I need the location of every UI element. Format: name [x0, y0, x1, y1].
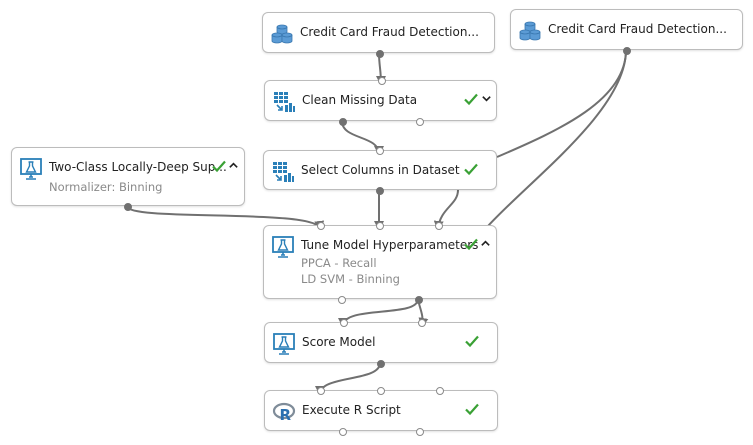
node-subtitle: PPCA - Recall: [301, 256, 377, 270]
output-port[interactable]: [623, 47, 631, 55]
module-node-clean-missing-data[interactable]: Clean Missing Data: [264, 77, 497, 126]
input-port-script-bundle[interactable]: [436, 387, 444, 395]
output-port-cleaned[interactable]: [339, 118, 347, 126]
edge-dataset-b-to-tune: [487, 49, 627, 227]
module-node-execute-r-script[interactable]: R Execute R Script: [264, 387, 498, 436]
dataset-node-credit-card-a[interactable]: Credit Card Fraud Detection...: [262, 12, 495, 58]
output-port[interactable]: [377, 360, 385, 368]
check-icon: [464, 163, 478, 176]
node-title: Two-Class Locally-Deep Sup...: [49, 160, 227, 174]
node-title: Score Model: [302, 335, 376, 349]
output-port[interactable]: [376, 187, 384, 195]
input-port-training[interactable]: [376, 222, 384, 230]
input-port-model[interactable]: [340, 319, 348, 327]
chevron-down-icon[interactable]: [481, 93, 492, 104]
input-port-validation[interactable]: [435, 222, 443, 230]
check-icon: [465, 403, 479, 416]
edge-dataset-b-to-select-side: [496, 49, 627, 158]
check-icon: [212, 160, 226, 173]
flask-icon: [272, 236, 294, 258]
table-transform-icon: [273, 162, 294, 182]
node-title: Select Columns in Dataset: [301, 163, 460, 177]
node-subtitle: Normalizer: Binning: [49, 180, 163, 194]
input-port-dataset1[interactable]: [317, 387, 325, 395]
input-port[interactable]: [376, 147, 384, 155]
module-node-score-model[interactable]: Score Model: [264, 319, 498, 368]
output-port-r-device[interactable]: [416, 428, 424, 436]
flask-icon: [273, 333, 295, 355]
chevron-up-icon[interactable]: [228, 160, 239, 171]
node-title: Clean Missing Data: [302, 93, 418, 107]
module-node-two-class-ld-svm[interactable]: Two-Class Locally-Deep Sup... Normalizer…: [11, 147, 245, 211]
input-port[interactable]: [378, 77, 386, 85]
dataset-node-credit-card-b[interactable]: Credit Card Fraud Detection...: [510, 9, 743, 55]
check-icon: [464, 238, 478, 251]
module-node-select-columns[interactable]: Select Columns in Dataset: [263, 147, 497, 195]
r-language-icon: R: [272, 402, 296, 424]
check-icon: [465, 335, 479, 348]
output-port-transform[interactable]: [416, 118, 424, 126]
node-subtitle: LD SVM - Binning: [301, 272, 400, 286]
output-port-sweep-results[interactable]: [338, 296, 346, 304]
output-port-result[interactable]: [339, 428, 347, 436]
database-icon: [271, 24, 293, 44]
table-transform-icon: [274, 92, 295, 112]
input-port-dataset[interactable]: [418, 319, 426, 327]
node-title: Execute R Script: [302, 403, 401, 417]
database-icon: [519, 21, 541, 41]
module-node-tune-model-hyperparameters[interactable]: Tune Model Hyperparameters PPCA - Recall…: [263, 222, 497, 304]
flask-icon: [20, 158, 42, 180]
output-port[interactable]: [124, 203, 132, 211]
node-title: Tune Model Hyperparameters: [301, 238, 479, 252]
input-port-dataset2[interactable]: [377, 387, 385, 395]
svg-text:R: R: [280, 406, 292, 424]
node-title: Credit Card Fraud Detection...: [548, 22, 727, 36]
node-title: Credit Card Fraud Detection...: [300, 25, 479, 39]
output-port-trained-model[interactable]: [415, 296, 423, 304]
chevron-up-icon[interactable]: [480, 238, 491, 249]
output-port[interactable]: [376, 50, 384, 58]
input-port-model[interactable]: [317, 222, 325, 230]
check-icon: [464, 93, 478, 106]
